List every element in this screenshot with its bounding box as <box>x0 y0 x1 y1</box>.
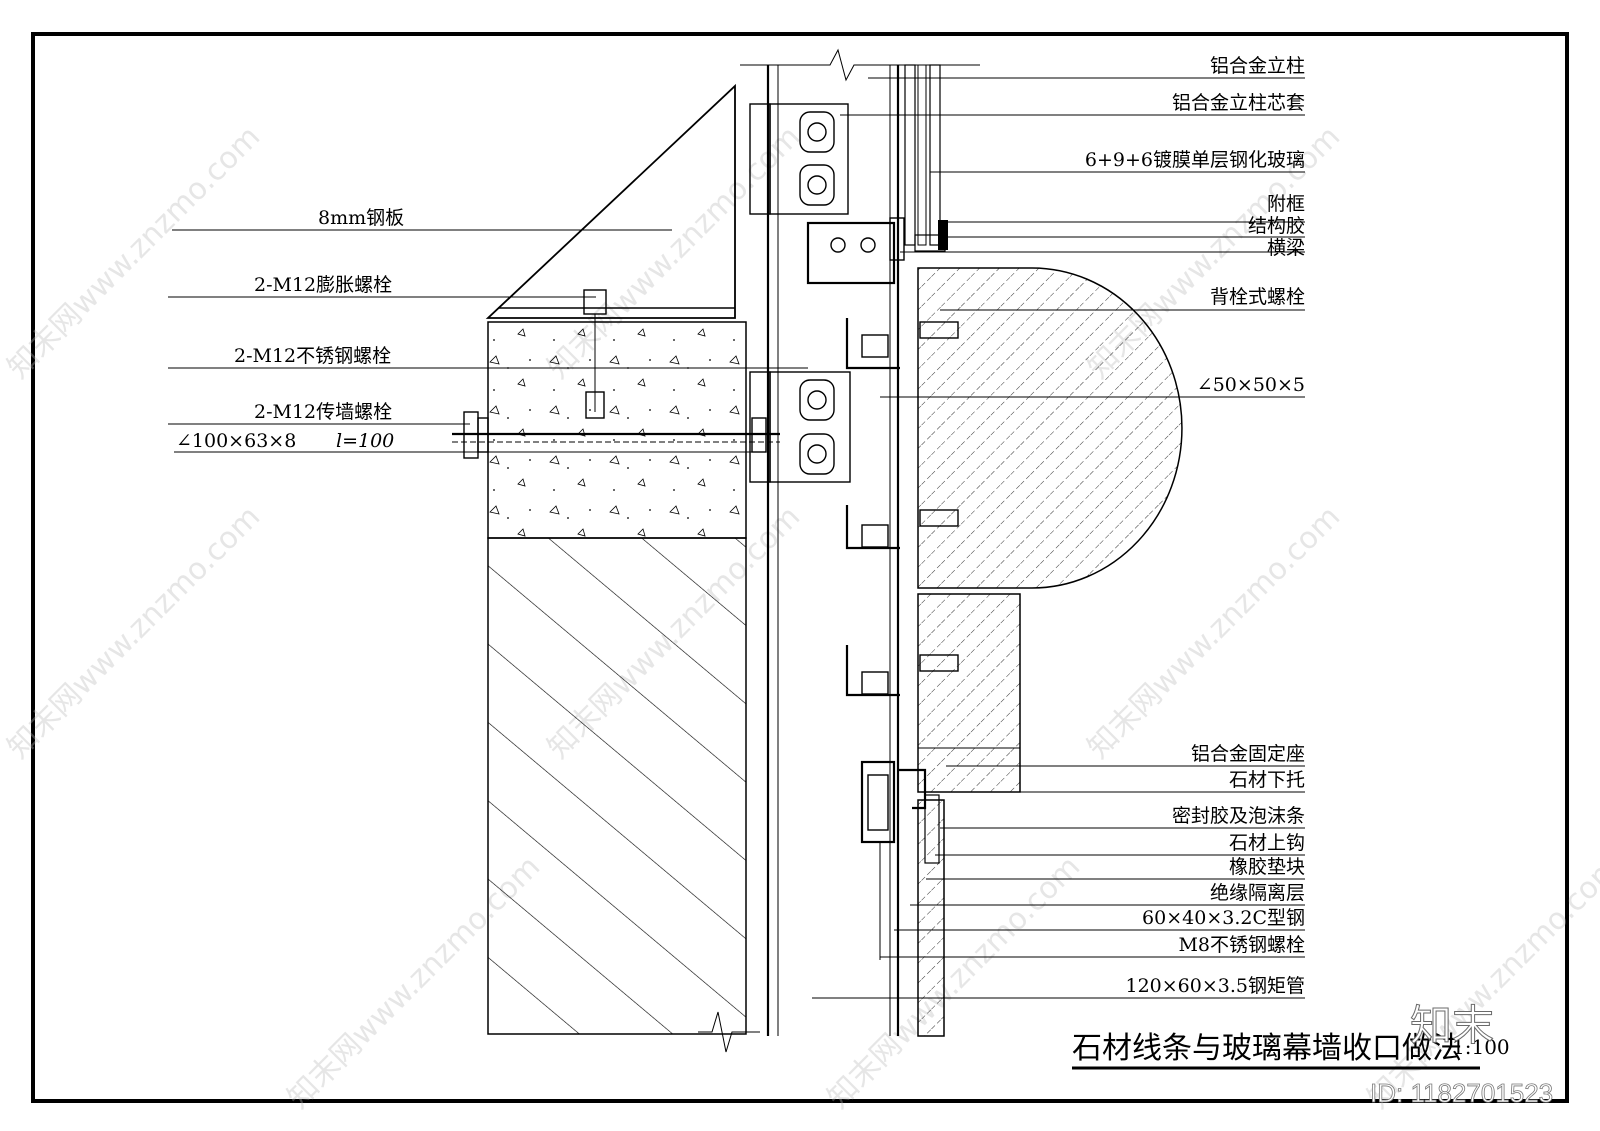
angle-brackets <box>845 318 959 697</box>
watermark-text: 知末网www.znzmo.com <box>1 499 267 765</box>
glass-curtain-wall <box>904 64 948 252</box>
label-steel-tube: 120×60×3.5钢矩管 <box>1126 975 1306 997</box>
labels-left: 8mm钢板 2-M12膨胀螺栓 2-M12不锈钢螺栓 2-M12传墙螺栓 ∠10… <box>176 207 404 452</box>
watermark-text: 知末网www.znzmo.com <box>821 849 1087 1115</box>
label-glass: 6+9+6镀膜单层钢化玻璃 <box>1085 149 1305 171</box>
label-angle-50: ∠50×50×5 <box>1197 374 1305 396</box>
label-expansion-bolt: 2-M12膨胀螺栓 <box>254 274 392 296</box>
label-through-wall-bolt: 2-M12传墙螺栓 <box>254 401 392 423</box>
label-insulation-layer: 绝缘隔离层 <box>1210 882 1305 904</box>
label-mullion-sleeve: 铝合金立柱芯套 <box>1172 92 1305 114</box>
drawing-title: 石材线条与玻璃幕墙收口做法 <box>1072 1031 1462 1066</box>
label-fixing-seat: 铝合金固定座 <box>1191 743 1305 765</box>
label-sub-frame: 附框 <box>1267 193 1305 215</box>
label-stone-top-hook: 石材上钩 <box>1229 832 1305 854</box>
break-line-bottom <box>698 1011 760 1053</box>
concrete-beam <box>487 321 747 539</box>
outer-frame <box>31 32 1569 1103</box>
label-back-bolt: 背栓式螺栓 <box>1210 286 1305 308</box>
structure-wall <box>485 83 747 1035</box>
break-line-top <box>740 48 980 82</box>
label-angle-100: ∠100×63×8 <box>176 430 296 452</box>
label-sealant-foam: 密封胶及泡沫条 <box>1172 805 1305 827</box>
watermark-group: 知末网www.znzmo.com 知末网www.znzmo.com 知末网www… <box>1 119 1600 1115</box>
label-m8-bolt: M8不锈钢螺栓 <box>1178 934 1305 956</box>
drawing-scale: 1:100 <box>1452 1035 1510 1059</box>
label-c-steel: 60×40×3.2C型钢 <box>1142 907 1305 929</box>
label-stone-bottom-tray: 石材下托 <box>1229 769 1305 791</box>
masonry-wall <box>487 537 747 1035</box>
label-stainless-bolt: 2-M12不锈钢螺栓 <box>234 345 391 367</box>
watermark-logo: 知末 <box>1410 1001 1494 1050</box>
watermark-id: ID: 1182701523 <box>1370 1078 1553 1108</box>
leader-lines-left <box>168 229 808 453</box>
top-bracket <box>749 103 905 285</box>
label-length: l=100 <box>336 430 394 452</box>
label-structural-sealant: 结构胶 <box>1248 215 1305 237</box>
label-aluminum-mullion: 铝合金立柱 <box>1210 55 1305 77</box>
leader-lines-right <box>812 77 1305 999</box>
label-rubber-pad: 橡胶垫块 <box>1229 856 1305 878</box>
mid-bracket <box>452 289 851 483</box>
label-transom: 横梁 <box>1267 237 1305 259</box>
label-steel-plate: 8mm钢板 <box>318 207 404 229</box>
labels-right: 铝合金立柱 铝合金立柱芯套 6+9+6镀膜单层钢化玻璃 附框 结构胶 横梁 背栓… <box>1085 55 1305 997</box>
watermark-text: 知末网www.znzmo.com <box>1 119 267 385</box>
steel-plate <box>485 83 736 319</box>
stone-block <box>917 593 1021 793</box>
stone-strip <box>917 799 945 1037</box>
watermark-text: 知末网www.znzmo.com <box>1361 849 1600 1115</box>
steel-tube <box>766 65 900 1036</box>
stone-semicircle <box>917 267 1183 589</box>
